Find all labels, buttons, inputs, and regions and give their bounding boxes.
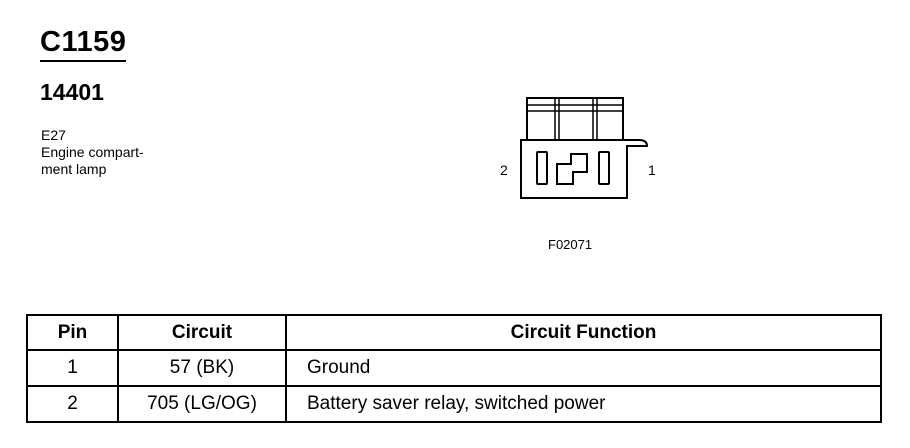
header-pin: Pin — [26, 314, 119, 351]
cell-function: Battery saver relay, switched power — [285, 385, 882, 423]
cell-circuit: 57 (BK) — [117, 349, 287, 387]
connector-description: E27 Engine compart- ment lamp — [41, 127, 144, 178]
connector-body — [520, 139, 649, 199]
part-number: 14401 — [40, 79, 104, 105]
connector-id: C1159 — [40, 26, 127, 62]
figure-code: F02071 — [548, 237, 593, 252]
description-line: E27 — [41, 127, 66, 143]
description-line: ment lamp — [41, 161, 107, 177]
header-circuit-function: Circuit Function — [285, 314, 882, 351]
header-circuit: Circuit — [117, 314, 287, 351]
table-row: 2 705 (LG/OG) Battery saver relay, switc… — [26, 385, 882, 423]
cell-pin: 1 — [26, 349, 119, 387]
polarizing-key — [556, 153, 588, 185]
connector-face-diagram — [520, 97, 649, 199]
pinout-table: Pin Circuit Circuit Function 1 57 (BK) G… — [26, 314, 882, 423]
terminal-cavity-2 — [536, 151, 548, 185]
pin-2-label: 2 — [500, 162, 508, 178]
table-header-row: Pin Circuit Circuit Function — [26, 314, 882, 351]
cell-function: Ground — [285, 349, 882, 387]
terminal-cavity-1 — [598, 151, 610, 185]
pin-1-label: 1 — [648, 162, 656, 178]
cell-pin: 2 — [26, 385, 119, 423]
table-row: 1 57 (BK) Ground — [26, 349, 882, 387]
cell-circuit: 705 (LG/OG) — [117, 385, 287, 423]
description-line: Engine compart- — [41, 144, 144, 160]
